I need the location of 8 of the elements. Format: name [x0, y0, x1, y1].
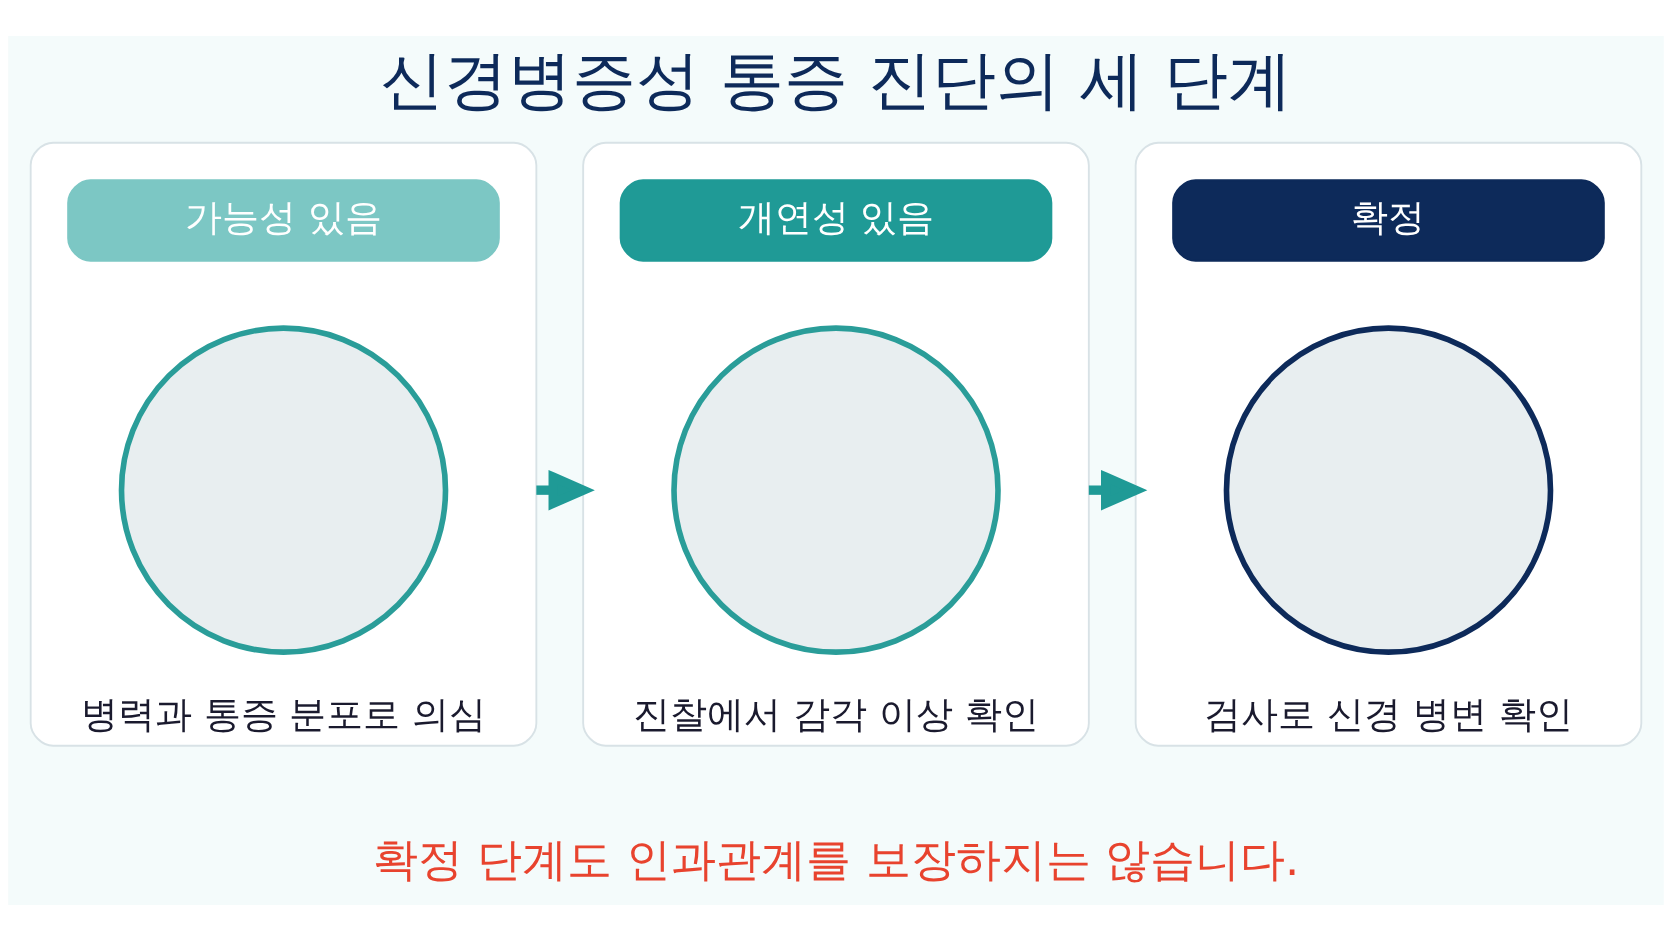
- node-circle: [118, 325, 449, 655]
- node-box: 가능성 있음: [67, 179, 500, 262]
- diagram-title: 신경병증성 통증 진단의 세 단계: [379, 42, 1293, 117]
- node-box: 개연성 있음: [619, 179, 1053, 262]
- node-circle: [671, 325, 1001, 655]
- node-circle: [1223, 325, 1554, 655]
- node-box: 확정: [1172, 179, 1605, 262]
- label: 확정 단계도 인과관계를 보장하지는 않습니다.: [372, 833, 1300, 887]
